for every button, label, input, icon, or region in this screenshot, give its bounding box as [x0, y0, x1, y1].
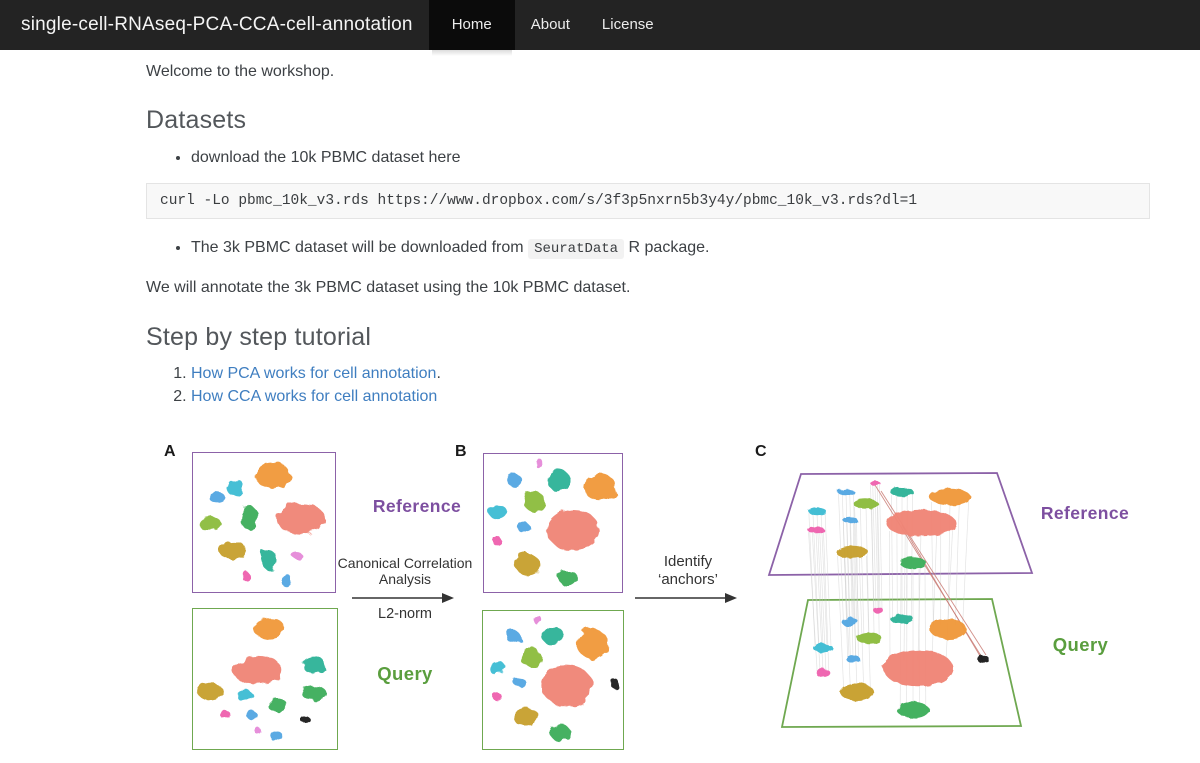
- datasets-list: download the 10k PBMC dataset here: [146, 146, 1150, 170]
- query-label-c: Query: [1052, 634, 1109, 655]
- welcome-text: Welcome to the workshop.: [146, 63, 335, 80]
- page-content: Welcome to the workshop. Datasets downlo…: [0, 63, 1200, 408]
- panel-b-label: B: [455, 443, 467, 460]
- panel-b-query-plot: [482, 610, 624, 750]
- tutorial-steps: How PCA works for cell annotation. How C…: [146, 362, 1150, 408]
- panel-a-label: A: [164, 443, 176, 460]
- step-pca-suffix: .: [436, 365, 441, 382]
- nav-item-about[interactable]: About: [530, 16, 570, 33]
- curl-code-block: curl -Lo pbmc_10k_v3.rds https://www.dro…: [146, 183, 1150, 219]
- panel-a-query-plot: [192, 608, 338, 750]
- reference-label-a: Reference: [372, 496, 462, 516]
- datasets-heading: Datasets: [146, 106, 247, 134]
- identify-arrow-icon: [635, 593, 737, 603]
- bullet-seurat-post: R package.: [624, 239, 710, 256]
- bullet-seurat: The 3k PBMC dataset will be downloaded f…: [191, 236, 1150, 261]
- identify-line2: ‘anchors’: [657, 571, 719, 588]
- cca-caption: Canonical Correlation Analysis: [330, 555, 480, 587]
- datasets-list-2: The 3k PBMC dataset will be downloaded f…: [146, 236, 1150, 261]
- query-label-a: Query: [377, 663, 433, 684]
- cca-caption-line2: Analysis: [378, 571, 432, 587]
- seuratdata-inline-code: SeuratData: [528, 239, 625, 259]
- panel-b-reference-plot: [483, 453, 623, 593]
- annotate-note: We will annotate the 3k PBMC dataset usi…: [146, 279, 631, 296]
- cca-link[interactable]: How CCA works for cell annotation: [191, 388, 438, 405]
- cca-arrow-icon: [352, 593, 454, 603]
- panel-c-3d-plot: [767, 472, 1034, 728]
- identify-line1: Identify: [663, 553, 713, 570]
- identify-anchors-caption: Identify ‘anchors’: [628, 553, 748, 589]
- step-cca: How CCA works for cell annotation: [191, 385, 1150, 408]
- step-pca: How PCA works for cell annotation.: [191, 362, 1150, 385]
- bullet-download: download the 10k PBMC dataset here: [191, 146, 1150, 170]
- cca-figure: A B C Reference Canonical Correlation An…: [0, 440, 1200, 763]
- primary-nav: Home About License: [428, 0, 670, 56]
- site-title[interactable]: single-cell-RNAseq-PCA-CCA-cell-annotati…: [21, 14, 413, 35]
- nav-item-license[interactable]: License: [601, 16, 654, 33]
- pca-link[interactable]: How PCA works for cell annotation: [191, 365, 437, 382]
- l2-norm-label: L2-norm: [378, 606, 432, 622]
- panel-a-reference-plot: [192, 452, 336, 593]
- masthead: single-cell-RNAseq-PCA-CCA-cell-annotati…: [0, 0, 1200, 56]
- cca-caption-line1: Canonical Correlation: [337, 555, 473, 571]
- nav-item-home[interactable]: Home: [428, 0, 515, 56]
- reference-label-c: Reference: [1040, 503, 1130, 523]
- tutorial-heading: Step by step tutorial: [146, 323, 372, 351]
- panel-c-label: C: [755, 443, 767, 460]
- bullet-seurat-pre: The 3k PBMC dataset will be downloaded f…: [191, 239, 529, 256]
